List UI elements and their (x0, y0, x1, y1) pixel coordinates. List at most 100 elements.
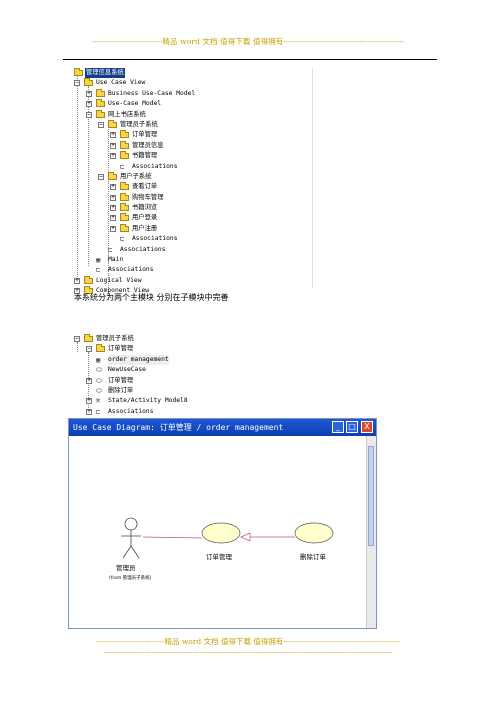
diagram-icon: ▣ (96, 256, 101, 265)
folder-icon (108, 171, 117, 180)
tree-node-use-case-view[interactable]: − Use Case View (74, 78, 146, 87)
tree-node-bookstore[interactable]: − 网上书店系统 (86, 109, 146, 118)
collapse-icon[interactable]: − (98, 120, 104, 128)
folder-icon (120, 130, 129, 139)
folder-icon (120, 192, 129, 201)
tree-node-root[interactable]: 管理信息系统 (74, 68, 314, 79)
use-case-icon: ⬭ (96, 376, 102, 385)
diagram-icon: ▣ (96, 355, 101, 364)
tree-node-user-register[interactable]: + 用户注册 (110, 223, 158, 232)
folder-icon (120, 203, 129, 212)
collapse-icon[interactable]: − (86, 110, 92, 118)
use-case-icon: ⬭ (96, 386, 102, 395)
minimize-button[interactable]: _ (332, 421, 344, 433)
folder-icon (96, 88, 105, 97)
folder-icon (120, 223, 129, 232)
folder-icon (84, 78, 93, 87)
close-button[interactable]: X (361, 421, 373, 433)
use-case-delete-order[interactable] (294, 522, 334, 544)
associations-icon: ⊏ (108, 245, 113, 254)
expand-icon[interactable]: + (110, 141, 116, 149)
tree-node-delete-order[interactable]: ⬭ 删除订单 (96, 386, 134, 395)
expand-icon[interactable]: + (110, 131, 116, 139)
collapse-icon[interactable]: − (74, 335, 80, 342)
maximize-button[interactable]: □ (346, 421, 358, 433)
tree-node-user-login[interactable]: + 用户登录 (110, 213, 158, 222)
panel-divider (312, 68, 313, 288)
admin-subsystem-tree: − 管理员子系统 − 订单管理 ▣ order management ⬭ New… (74, 334, 274, 417)
state-model-icon: ⌘ (96, 397, 101, 406)
folder-icon (120, 182, 129, 191)
tree-node-logical-view[interactable]: + Logical View (74, 275, 142, 284)
vertical-scrollbar[interactable] (366, 436, 376, 628)
folder-icon (84, 286, 93, 295)
header-rule (63, 59, 437, 60)
associations-icon: ⊏ (120, 235, 125, 244)
expand-icon[interactable]: + (110, 152, 116, 160)
tree-node-order-mgmt[interactable]: − 订单管理 (86, 344, 134, 353)
expand-icon[interactable]: + (74, 287, 80, 295)
actor-from-label: (from 管理员子系统) (109, 574, 152, 581)
expand-icon[interactable]: + (86, 407, 92, 415)
folder-icon (108, 119, 117, 128)
use-case-2-label: 删除订单 (300, 552, 327, 561)
footer-watermark: ---------------------------精品 word 文档 值得… (96, 637, 400, 646)
tree-node-state-activity[interactable]: + ⌘ State/Activity Model8 (86, 397, 188, 406)
expand-icon[interactable]: + (86, 376, 92, 384)
folder-icon (74, 68, 83, 76)
expand-icon[interactable]: + (86, 89, 92, 97)
generalization-arrowhead (240, 532, 251, 542)
tree-node-order-mgmt-uc[interactable]: + ⬭ 订单管理 (86, 376, 134, 385)
window-title: Use Case Diagram: 订单管理 / order managemen… (73, 423, 284, 432)
expand-icon[interactable]: + (74, 276, 80, 284)
tree-node-associations[interactable]: ⊏ Associations (120, 162, 178, 171)
tree-node-main[interactable]: ▣ Main (96, 256, 124, 265)
tree-node-book-browse[interactable]: + 书籍浏览 (110, 203, 158, 212)
tree-node-business-model[interactable]: + Business Use-Case Model (86, 88, 196, 97)
expand-icon[interactable]: + (110, 204, 116, 212)
collapse-icon[interactable]: − (86, 345, 92, 353)
tree-node-use-case-model[interactable]: + Use-Case Model (86, 99, 162, 108)
expand-icon[interactable]: + (110, 214, 116, 222)
tree-node-component-view[interactable]: + Component View (74, 286, 150, 295)
tree-node-cart-mgmt[interactable]: + 购物车管理 (110, 192, 164, 201)
collapse-icon[interactable]: − (74, 79, 80, 87)
footer-dashes: ----------------------------------------… (103, 648, 393, 657)
expand-icon[interactable]: + (86, 397, 92, 405)
window-titlebar[interactable]: Use Case Diagram: 订单管理 / order managemen… (69, 419, 376, 436)
tree-node-order-management-diagram[interactable]: ▣ order management (96, 354, 169, 366)
association-line[interactable] (142, 536, 203, 539)
model-browser-tree: 管理信息系统 − Use Case View + Business Use-Ca… (74, 68, 314, 300)
folder-icon (120, 213, 129, 222)
expand-icon[interactable]: + (110, 183, 116, 191)
folder-icon (84, 334, 93, 342)
expand-icon[interactable]: + (110, 224, 116, 232)
diagram-canvas: 管理员 (from 管理员子系统) 订单管理 删除订单 (109, 517, 334, 581)
tree-node-admin-info[interactable]: + 管理员信息 (110, 140, 164, 149)
associations-icon: ⊏ (96, 266, 101, 275)
tree-node-admin-sub[interactable]: − 管理员子系统 (98, 119, 158, 128)
folder-icon (96, 99, 105, 108)
tree-node-admin-sub[interactable]: − 管理员子系统 (74, 334, 134, 342)
tree-node-associations[interactable]: ⊏ Associations (108, 245, 166, 254)
use-case-1-label: 订单管理 (206, 552, 233, 561)
use-case-order-mgmt[interactable] (201, 522, 241, 544)
tree-node-book-mgmt[interactable]: + 书籍管理 (110, 151, 158, 160)
collapse-icon[interactable]: − (98, 172, 104, 180)
tree-node-associations[interactable]: ⊏ Associations (120, 235, 178, 244)
tree-node-associations[interactable]: + ⊏ Associations (86, 407, 154, 416)
expand-icon[interactable]: + (110, 193, 116, 201)
tree-node-order-mgmt[interactable]: + 订单管理 (110, 130, 158, 139)
folder-icon (120, 151, 129, 160)
expand-icon[interactable]: + (86, 100, 92, 108)
tree-node-new-use-case[interactable]: ⬭ NewUseCase (96, 366, 146, 375)
use-case-icon: ⬭ (96, 366, 102, 375)
tree-node-view-order[interactable]: + 查看订单 (110, 182, 158, 191)
tree-node-user-sub[interactable]: − 用户子系统 (98, 171, 152, 180)
header-watermark: ---------------------------精品 word 文档 值得… (91, 37, 405, 46)
folder-icon (96, 109, 105, 118)
actor-stick-figure[interactable] (121, 517, 141, 559)
caption-text: 本系统分为两个主模块 分别在子模块中完善 (74, 293, 229, 302)
scrollbar-thumb[interactable] (368, 446, 374, 546)
tree-node-associations[interactable]: ⊏ Associations (96, 266, 154, 275)
